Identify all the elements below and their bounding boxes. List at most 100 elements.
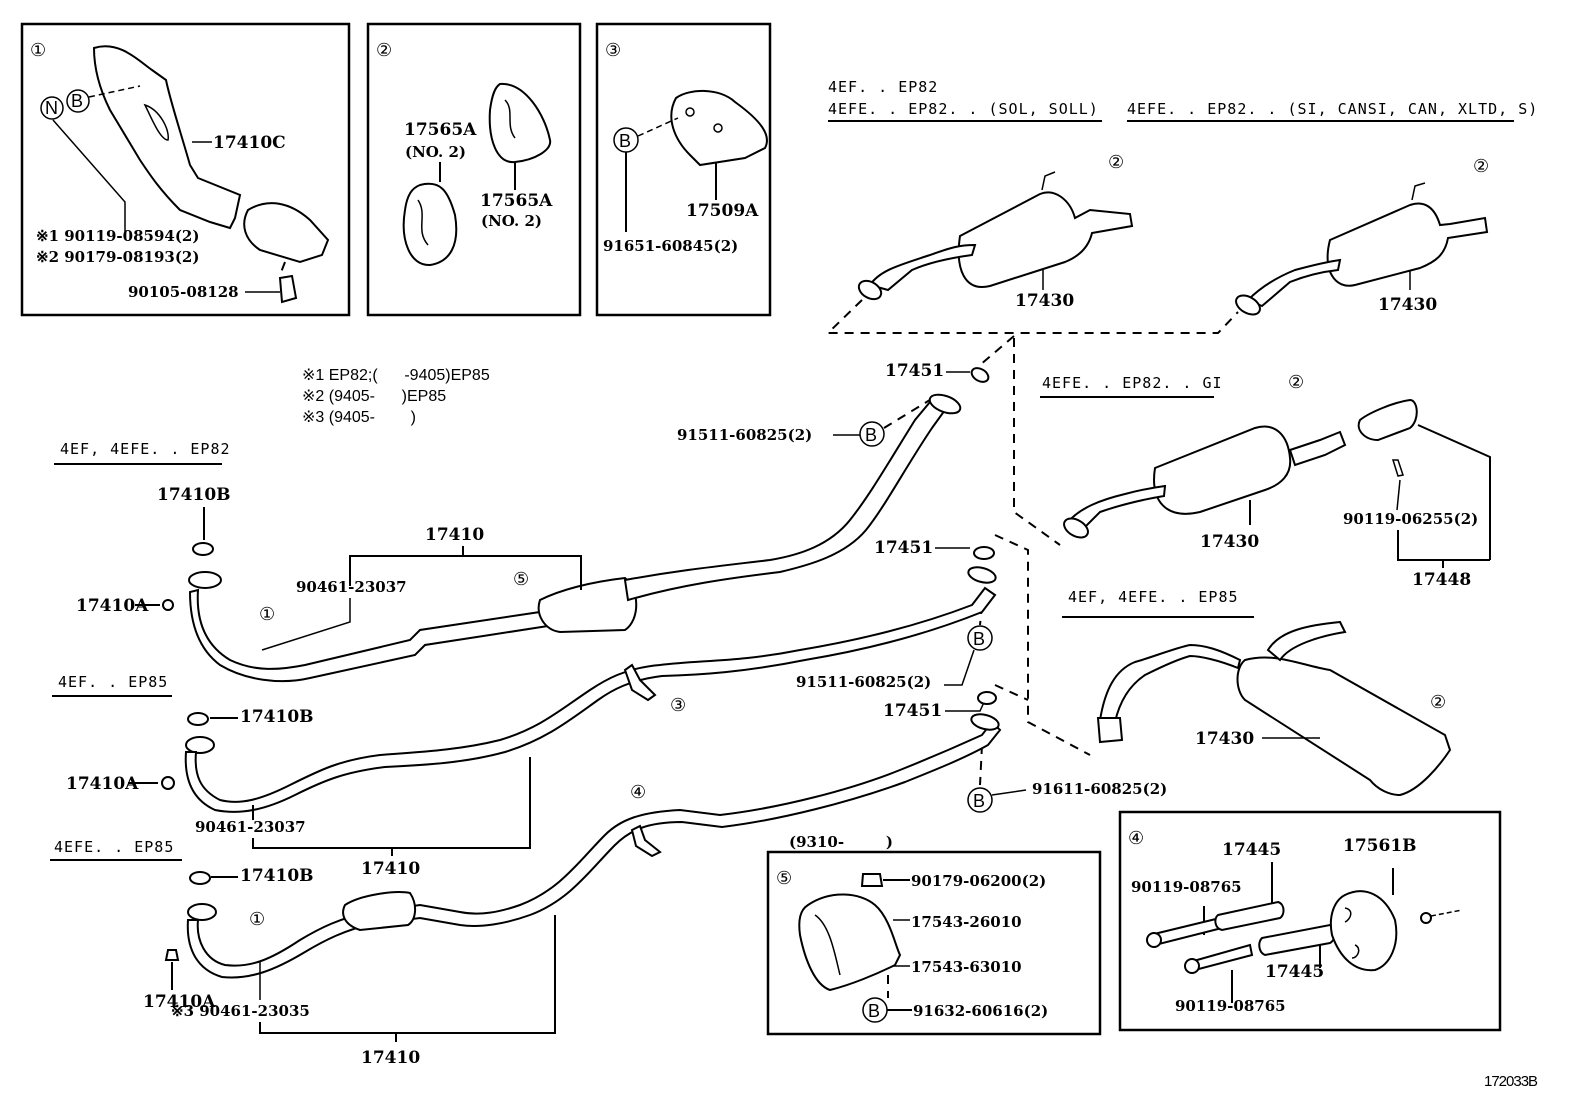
label-17410a: 17410A xyxy=(66,774,139,794)
rubber-mount-lower xyxy=(402,182,458,267)
diagram-id: 172033B xyxy=(1484,1073,1538,1090)
marker-1: ① xyxy=(249,909,265,929)
gasket-17451-low xyxy=(977,691,997,705)
gasket-17410b xyxy=(192,542,214,556)
header-line-1: 4EF. . EP82 xyxy=(828,78,938,96)
inlet-flange xyxy=(1063,517,1089,539)
label-17430: 17430 xyxy=(1200,532,1259,552)
center-pipe xyxy=(623,400,947,602)
inset-3-frame xyxy=(595,22,772,317)
marker-b: B xyxy=(619,131,631,151)
label-17410a: 17410A xyxy=(143,992,216,1012)
label-17565a-left: 17565A xyxy=(404,120,477,140)
label-17445-top: 17445 xyxy=(1222,840,1281,860)
tailpipe-variant-1: 4EF. . EP82 4EFE. . EP82. . (SOL, SOLL) … xyxy=(828,78,1134,311)
inset-4-marker: ④ xyxy=(1128,828,1144,848)
inset-1: ① N B 17410C ※1 90119-08594(2) ※2 90179-… xyxy=(20,22,351,317)
label-90119-06255: 90119-06255(2) xyxy=(1343,510,1478,528)
marker-2: ② xyxy=(1288,372,1304,392)
label-17410b: 17410B xyxy=(240,866,314,886)
label-91611-60825: 91611-60825(2) xyxy=(1032,780,1167,798)
label-17410: 17410 xyxy=(361,859,420,879)
date-range: (9310- ) xyxy=(789,833,893,851)
label-bolt-1: ※1 90119-08594(2) xyxy=(36,227,199,245)
inset-1-frame xyxy=(20,22,351,317)
inset-1-marker: ① xyxy=(30,40,46,60)
marker-b: B xyxy=(71,91,83,111)
inset-4-frame xyxy=(1118,810,1502,1032)
nut-17410a xyxy=(164,949,180,961)
inlet-pipe xyxy=(868,243,977,292)
label-17410a: 17410A xyxy=(76,596,149,616)
rubber-mount-upper xyxy=(488,82,552,164)
inlet-flange xyxy=(857,279,883,301)
pipe-flange xyxy=(967,566,997,584)
inlet-pipe xyxy=(1246,258,1342,308)
label-17430: 17430 xyxy=(1015,291,1074,311)
marker-b-circle xyxy=(66,89,90,113)
marker-b: B xyxy=(868,1001,880,1021)
inlet-flange xyxy=(1235,294,1261,316)
bolt-90105-08128-icon xyxy=(278,274,298,304)
label-90179-06200: 90179-06200(2) xyxy=(911,872,1046,890)
manifold-flange xyxy=(185,736,215,754)
label-90119-08765-bottom: 90119-08765 xyxy=(1175,997,1286,1015)
label-90461-23035: ※3 90461-23035 xyxy=(171,1002,310,1020)
header: 4EFE. . EP82. . GI xyxy=(1042,374,1223,392)
label-17448: 17448 xyxy=(1412,570,1471,590)
marker-3: ③ xyxy=(670,695,686,715)
label-91632-60616: 91632-60616(2) xyxy=(913,1002,1048,1020)
inlet-flange xyxy=(1096,717,1124,744)
label-91651-60845: 91651-60845(2) xyxy=(603,237,738,255)
inset-5: (9310- ) ⑤ 90179-06200(2) 17543-26010 17… xyxy=(766,833,1102,1036)
tail-hanger xyxy=(1266,620,1347,662)
manifold-flange xyxy=(188,571,222,589)
label-91511-60825-top: 91511-60825(2) xyxy=(677,426,812,444)
marker-b-low: B xyxy=(973,791,985,811)
dash-link-ep85 xyxy=(994,534,1091,756)
front-pipe-2: 4EF. . EP85 17410B 17410A ③ 90461-23037 … xyxy=(52,566,997,879)
clamp-17543-26010 xyxy=(798,893,902,992)
inset-5-marker: ⑤ xyxy=(776,868,792,888)
gasket-17410b xyxy=(189,871,211,885)
bracket-17509a xyxy=(670,89,768,167)
marker-2: ② xyxy=(1108,152,1124,172)
label-no2-left: (NO. 2) xyxy=(405,143,466,161)
inset-2-frame xyxy=(366,22,582,317)
label-17430: 17430 xyxy=(1378,295,1437,315)
inset-2: ② 17565A (NO. 2) 17565A (NO. 2) xyxy=(366,22,582,317)
marker-2: ② xyxy=(1473,156,1489,176)
marker-4: ④ xyxy=(630,782,646,802)
inset-3-marker: ③ xyxy=(605,40,621,60)
label-17410b: 17410B xyxy=(240,707,314,727)
marker-n: N xyxy=(45,98,58,118)
front-pipe-body xyxy=(184,586,997,813)
pipe-end-detail xyxy=(243,202,330,264)
label-17561b: 17561B xyxy=(1343,836,1417,856)
footnotes: ※1 EP82;( -9405)EP85 ※2 (9405- )EP85 ※3 … xyxy=(302,367,490,426)
marker-1: ① xyxy=(259,604,275,624)
label-bolt-3: 90105-08128 xyxy=(128,283,239,301)
label-17451-low: 17451 xyxy=(883,701,942,721)
label-17430: 17430 xyxy=(1195,729,1254,749)
label-17509a: 17509A xyxy=(686,201,759,221)
dash-link-gi xyxy=(1013,338,1061,546)
label-17451-mid: 17451 xyxy=(874,538,933,558)
header: 4EFE. . EP85 xyxy=(54,838,174,856)
front-pipe-body xyxy=(188,588,550,683)
label-17410c: 17410C xyxy=(213,133,286,153)
tail-tip xyxy=(1357,398,1418,442)
label-90119-08765-top: 90119-08765 xyxy=(1131,878,1242,896)
label-17543-63010: 17543-63010 xyxy=(911,958,1022,976)
label-no2-right: (NO. 2) xyxy=(481,212,542,230)
label-17410b: 17410B xyxy=(157,485,231,505)
marker-b-top: B xyxy=(865,425,877,445)
footnote-1: ※1 EP82;( -9405)EP85 xyxy=(302,367,490,384)
bolt-end xyxy=(1420,912,1432,924)
header-line-2: 4EFE. . EP82. . (SOL, SOLL) xyxy=(828,100,1099,118)
inset-5-frame xyxy=(766,850,1102,1036)
header: 4EF, 4EFE. . EP85 xyxy=(1068,588,1239,606)
damper-17561b xyxy=(1329,890,1398,972)
muffler-17430 xyxy=(1326,202,1489,287)
muffler-17430 xyxy=(1153,425,1292,515)
